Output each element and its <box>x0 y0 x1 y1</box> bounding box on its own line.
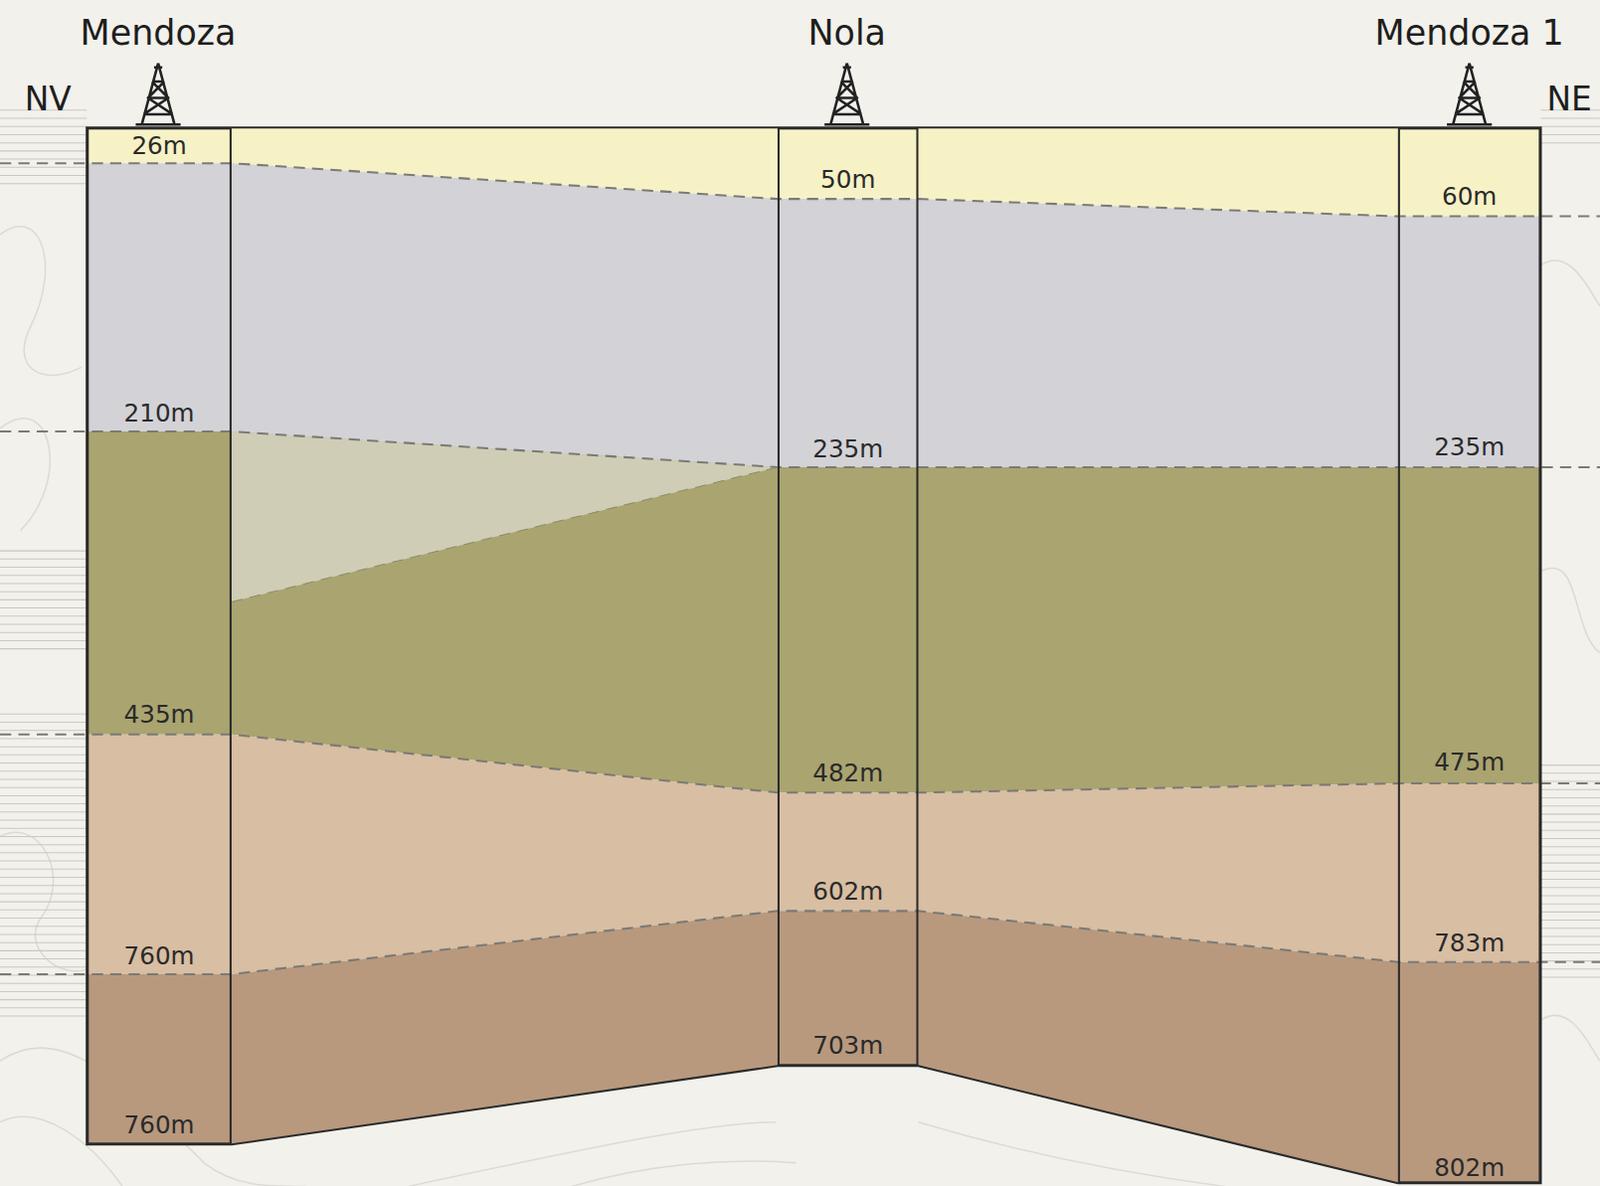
direction-label: NV <box>24 82 72 116</box>
derrick-icon <box>135 63 180 126</box>
depth-label: 50m <box>779 167 917 192</box>
wedge-edge <box>231 467 778 602</box>
horizon-line <box>0 431 1600 468</box>
depth-label: 703m <box>779 1033 917 1059</box>
depth-label: 760m <box>88 1113 230 1139</box>
depth-label: 475m <box>1400 749 1540 775</box>
well-name: Mendoza 1 <box>1375 14 1565 50</box>
horizon-lines <box>0 163 1600 975</box>
horizon-line <box>0 910 1600 975</box>
direction-label: NE <box>1546 82 1592 116</box>
derrick-icon <box>1446 63 1492 126</box>
horizon-line <box>0 163 1600 216</box>
strata <box>86 127 1541 1184</box>
depth-label: 435m <box>88 702 230 727</box>
depth-label: 602m <box>779 880 917 905</box>
section-outline <box>86 127 1541 1184</box>
depth-label: 235m <box>1400 434 1540 460</box>
grid-strokes <box>0 110 1600 1017</box>
derricks <box>135 63 1492 126</box>
well-name: Nola <box>807 14 887 50</box>
pinch-out-wedge <box>231 431 778 602</box>
depth-label: 482m <box>779 761 917 787</box>
stratum-layer <box>86 163 1541 468</box>
well-column: 26m 210m 435m 760m 760m <box>86 127 232 1145</box>
well-name: Mendoza <box>80 14 237 50</box>
depth-label: 26m <box>88 133 230 159</box>
horizon-line <box>0 734 1600 793</box>
depth-label: 783m <box>1400 931 1540 957</box>
depth-label: 802m <box>1400 1156 1540 1182</box>
stratum-layer <box>86 431 1541 793</box>
depth-label: 235m <box>779 436 917 462</box>
stratum-layer <box>86 910 1541 1184</box>
depth-label: 210m <box>88 400 230 426</box>
depth-label: 60m <box>1400 184 1540 210</box>
derrick-icon <box>824 63 870 126</box>
well-column: 60m 235m 475m 783m 802m <box>1398 127 1542 1184</box>
well-column: 50m 235m 482m 602m 703m <box>777 127 919 1067</box>
depth-label: 760m <box>88 943 230 969</box>
